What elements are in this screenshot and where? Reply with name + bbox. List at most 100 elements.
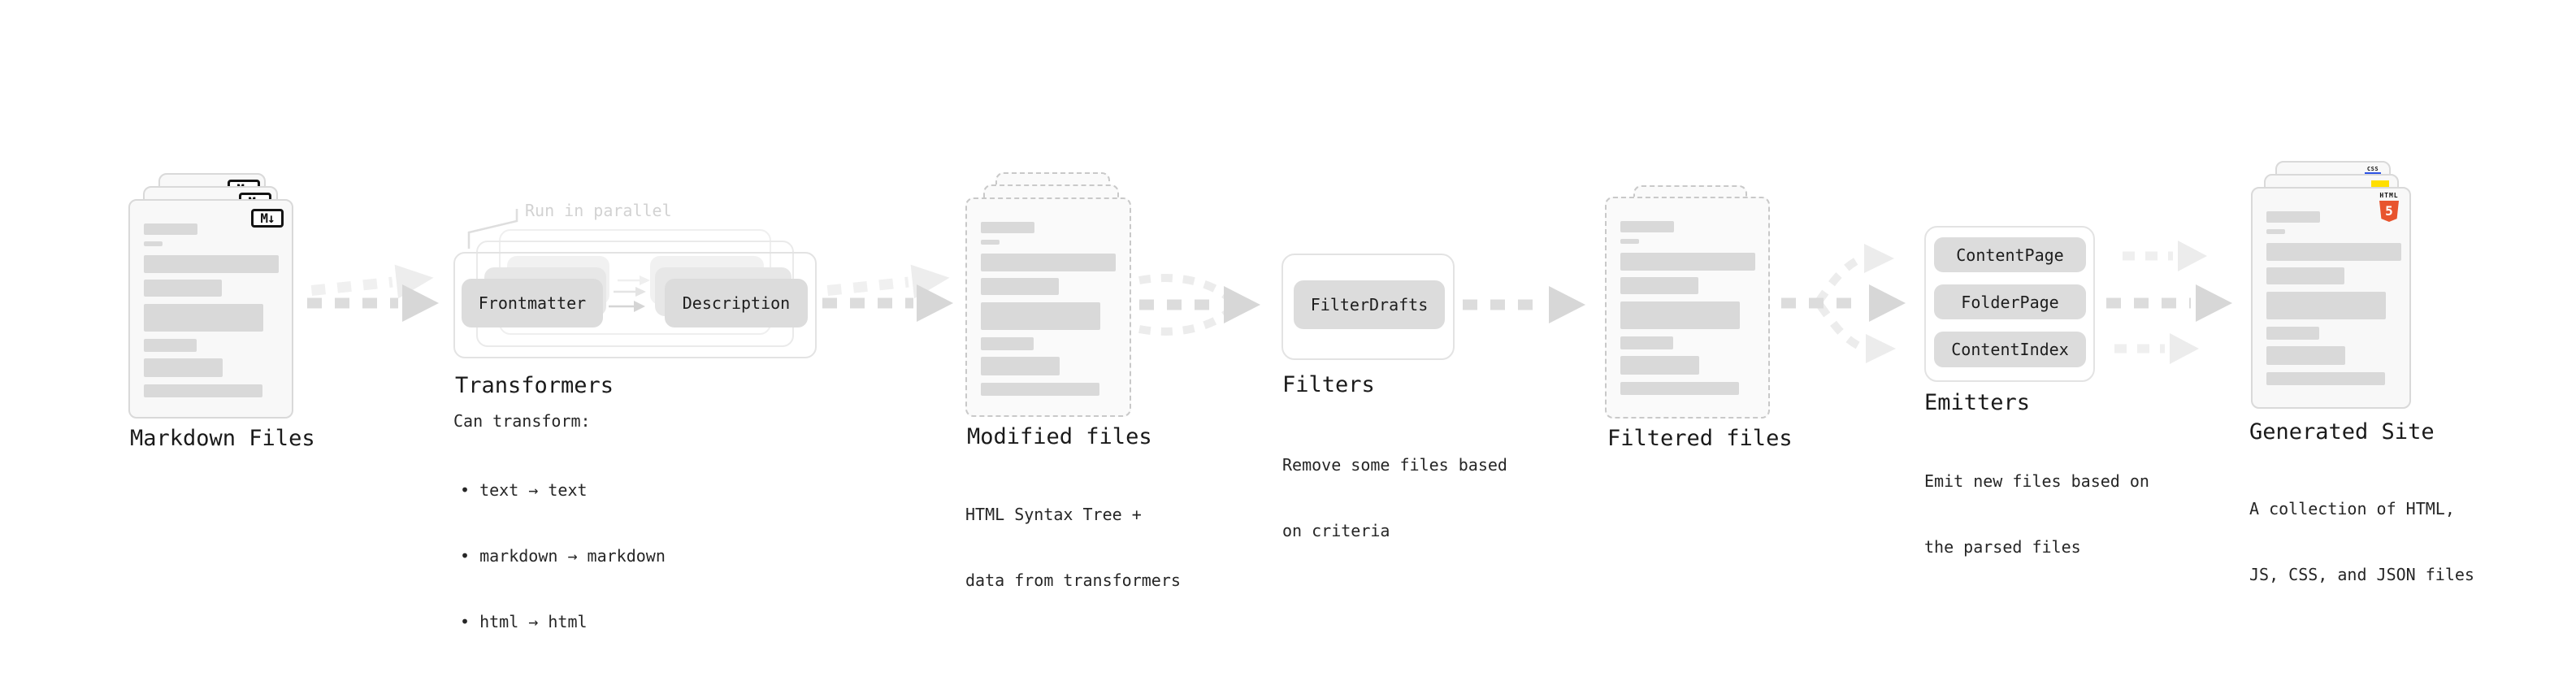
placeholder-bar [981, 383, 1099, 396]
transformers-label: Transformers [455, 373, 614, 398]
bullet-line: • text → text [460, 480, 588, 500]
file-placeholder-lines [130, 201, 292, 417]
placeholder-bar [981, 254, 1116, 271]
placeholder-bar [981, 302, 1100, 330]
css-icon-text: CSS [2366, 166, 2379, 172]
css-icon: CSS [2364, 167, 2382, 175]
arrowhead-icon [1864, 244, 1894, 273]
placeholder-bar [1620, 336, 1673, 349]
converge-curve [1138, 306, 1235, 336]
arrow-filters-to-filtered [1463, 286, 1585, 323]
desc-line: on criteria [1282, 521, 1390, 540]
placeholder-bar [144, 241, 163, 246]
file-placeholder-lines [2253, 189, 2409, 407]
desc-line: Emit new files based on [1924, 471, 2149, 491]
placeholder-bar [1620, 382, 1739, 395]
placeholder-bar [144, 223, 197, 235]
placeholder-bar [1620, 253, 1755, 271]
html5-icon: HTML 5 [2379, 193, 2400, 222]
placeholder-bar [2266, 327, 2319, 340]
bullet-line: • html → html [460, 612, 588, 631]
generated-site-label: Generated Site [2249, 419, 2435, 445]
filters-desc: Remove some files based on criteria [1282, 410, 1507, 586]
arrowhead-icon [1224, 286, 1260, 323]
dashed-line [826, 276, 909, 296]
arrowhead-icon [1549, 286, 1585, 323]
placeholder-bar [1620, 277, 1698, 294]
arrowhead-icon [402, 284, 439, 322]
placeholder-bar [981, 337, 1034, 350]
file-placeholder-lines [1607, 198, 1768, 417]
placeholder-bar [1620, 221, 1674, 232]
plugin-chip-description: Description [665, 279, 808, 327]
html5-icon-word: HTML [2379, 192, 2399, 199]
file-placeholder-lines [967, 199, 1130, 415]
placeholder-bar [144, 304, 263, 332]
placeholder-bar [144, 255, 279, 273]
filters-label: Filters [1282, 372, 1375, 397]
arrow-filtered-to-emitters [1781, 244, 1906, 363]
arrowhead-icon [1866, 334, 1896, 363]
arrowhead-icon [394, 264, 434, 299]
arrowhead-icon [2170, 333, 2199, 364]
generated-site-desc: A collection of HTML, JS, CSS, and JSON … [2249, 454, 2474, 630]
filtered-file-card-front [1605, 197, 1770, 419]
desc-line: HTML Syntax Tree + [965, 505, 1142, 524]
html5-icon-shield: 5 [2379, 201, 2399, 222]
desc-line: data from transformers [965, 570, 1181, 590]
plugin-chip-filterdrafts: FilterDrafts [1294, 280, 1445, 329]
arrowhead-icon [910, 264, 950, 299]
run-in-parallel-annotation: Run in parallel [525, 201, 672, 220]
plugin-chip-frontmatter: Frontmatter [462, 279, 603, 327]
desc-line: Remove some files based [1282, 455, 1507, 475]
modified-file-card-front [965, 197, 1131, 417]
placeholder-bar [981, 240, 1000, 245]
transformer-box-front [453, 252, 817, 358]
placeholder-bar [2266, 267, 2344, 284]
placeholder-bar [981, 222, 1034, 233]
markdown-file-card-front: M↓ [128, 199, 293, 419]
placeholder-bar [144, 339, 197, 352]
placeholder-bar [1620, 301, 1740, 329]
placeholder-bar [144, 384, 262, 397]
markdown-badge-icon: M↓ [251, 209, 284, 228]
filtered-files-label: Filtered files [1607, 426, 1793, 451]
placeholder-bar [2266, 243, 2401, 261]
plugin-chip-contentpage: ContentPage [1934, 237, 2086, 272]
arrowhead-icon [917, 284, 953, 322]
converge-curve [1138, 274, 1235, 304]
placeholder-bar [1620, 239, 1639, 244]
plugin-chip-folderpage: FolderPage [1934, 284, 2086, 319]
placeholder-bar [2266, 211, 2320, 223]
placeholder-bar [144, 280, 222, 297]
placeholder-bar [2266, 292, 2386, 319]
markdown-files-label: Markdown Files [130, 426, 315, 451]
desc-line: A collection of HTML, [2249, 499, 2455, 518]
transformers-bullet-list: • text → text • markdown → markdown • ht… [460, 436, 666, 677]
modified-files-desc: HTML Syntax Tree + data from transformer… [965, 460, 1181, 635]
arrow-markdown-to-transformers [307, 264, 439, 322]
desc-line: the parsed files [1924, 537, 2081, 557]
branch-curve [1815, 255, 1862, 304]
arrow-emitters-to-generated [2106, 241, 2232, 364]
placeholder-bar [144, 358, 223, 377]
arrowhead-icon [2196, 284, 2232, 322]
plugin-chip-contentindex: ContentIndex [1934, 332, 2086, 367]
placeholder-bar [2266, 372, 2385, 385]
modified-files-label: Modified files [967, 424, 1152, 449]
desc-line: JS, CSS, and JSON files [2249, 565, 2474, 584]
branch-curve [1816, 303, 1863, 351]
dashed-line [310, 276, 393, 296]
placeholder-bar [2266, 346, 2345, 365]
placeholder-bar [981, 278, 1059, 295]
arrowhead-icon [1869, 284, 1906, 322]
emitters-label: Emitters [1924, 390, 2031, 415]
emitters-desc: Emit new files based on the parsed files [1924, 427, 2149, 602]
placeholder-bar [1620, 356, 1699, 375]
arrowhead-icon [2178, 241, 2207, 271]
placeholder-bar [981, 357, 1060, 375]
arrow-modified-to-filters [1138, 274, 1260, 336]
bullet-line: • markdown → markdown [460, 546, 666, 566]
css-icon-bar [2365, 172, 2381, 175]
